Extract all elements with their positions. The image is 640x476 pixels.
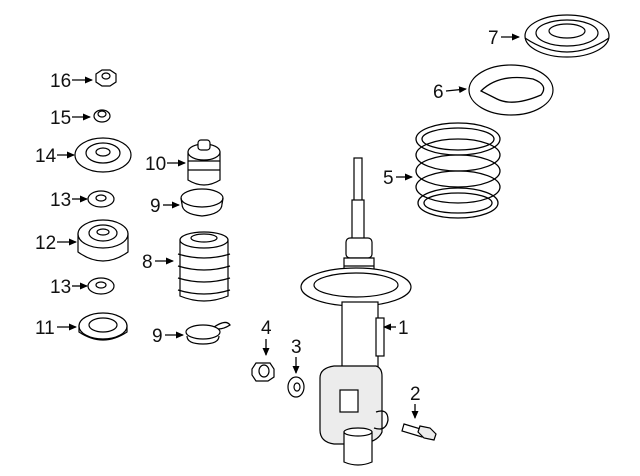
svg-text:4: 4 [261, 318, 272, 339]
svg-text:12: 12 [35, 233, 56, 254]
svg-text:13: 13 [50, 277, 71, 298]
svg-text:2: 2 [410, 384, 421, 405]
callout-8: 8 [142, 252, 174, 273]
callout-1: 1 [383, 318, 409, 339]
callout-3: 3 [291, 337, 302, 374]
callout-15: 15 [50, 108, 91, 129]
callout-16: 16 [50, 71, 93, 92]
part-11-insulator [78, 312, 128, 341]
svg-text:7: 7 [488, 28, 499, 49]
callout-6: 6 [433, 82, 467, 103]
svg-text:8: 8 [142, 252, 153, 273]
part-7-upper-mount [524, 14, 610, 58]
callout-12: 12 [35, 233, 77, 254]
svg-text:14: 14 [35, 146, 57, 167]
svg-text:6: 6 [433, 82, 444, 103]
part-6-spring-insulator [468, 64, 554, 116]
callout-14: 14 [35, 146, 75, 167]
part-9-clip-upper [180, 188, 224, 217]
callout-11: 11 [35, 318, 77, 339]
part-3-washer [287, 376, 305, 398]
callout-4: 4 [261, 318, 272, 356]
callout-5: 5 [383, 168, 413, 189]
svg-text:9: 9 [150, 196, 161, 217]
part-1-strut-assembly [300, 157, 412, 466]
callout-13-lower: 13 [50, 277, 88, 298]
part-2-bolt [401, 423, 437, 441]
part-16-nut [95, 69, 117, 87]
part-14-mount [74, 137, 132, 173]
callout-9-upper: 9 [150, 196, 180, 217]
callout-2: 2 [410, 384, 421, 419]
svg-text:16: 16 [50, 71, 71, 92]
part-9-clip-lower [185, 321, 231, 345]
callout-9-lower: 9 [152, 326, 184, 347]
part-4-nut [251, 362, 275, 382]
callout-13-upper: 13 [50, 190, 88, 211]
part-15-bushing [93, 109, 111, 123]
svg-text:11: 11 [35, 318, 55, 339]
svg-text:13: 13 [50, 190, 71, 211]
part-10-jounce-bumper [187, 139, 221, 186]
part-13-washer-upper [87, 190, 115, 208]
svg-text:1: 1 [398, 318, 409, 339]
part-5-coil-spring [415, 122, 501, 219]
svg-text:15: 15 [50, 108, 71, 129]
svg-text:10: 10 [145, 154, 166, 175]
callout-7: 7 [488, 28, 520, 49]
callout-10: 10 [145, 154, 186, 175]
part-8-dust-boot [177, 231, 231, 302]
part-12-mount-bushing [77, 219, 129, 262]
svg-text:9: 9 [152, 326, 163, 347]
svg-text:3: 3 [291, 337, 302, 358]
svg-text:5: 5 [383, 168, 394, 189]
part-13-washer-lower [87, 277, 115, 295]
